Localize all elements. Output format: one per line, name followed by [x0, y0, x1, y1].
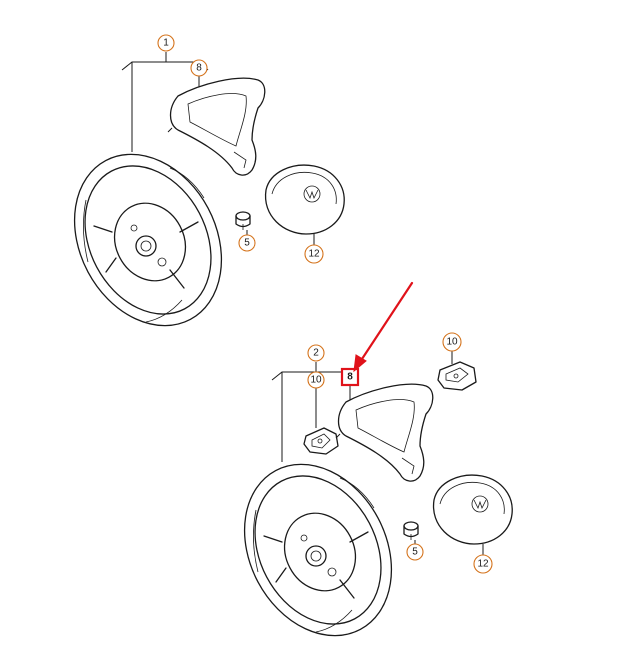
bottom-switch-right-number: 10 — [446, 337, 458, 348]
top-steering-wheel — [73, 153, 223, 327]
top-airbag-number: 12 — [308, 249, 320, 260]
highlight-arrow — [353, 281, 414, 373]
top-cover-number: 8 — [196, 63, 202, 74]
bottom-switch-left-callout: 10 — [307, 371, 325, 389]
bottom-bolt-callout: 5 — [406, 543, 424, 561]
top-bolt-number: 5 — [244, 238, 250, 249]
bottom-airbag — [432, 474, 513, 556]
bottom-assembly-number: 2 — [313, 348, 319, 359]
bottom-airbag-callout: 12 — [473, 554, 493, 574]
bottom-assembly-callout: 2 — [307, 344, 325, 362]
bottom-switch-left-number: 10 — [310, 375, 322, 386]
bottom-assembly: 2 10 8 10 5 12 — [243, 332, 513, 637]
bottom-steering-wheel — [243, 463, 393, 637]
top-cover-trim — [167, 77, 266, 176]
bottom-switch-left — [303, 427, 339, 455]
bottom-switch-right-callout: 10 — [442, 332, 462, 352]
bottom-cover-trim — [335, 383, 434, 482]
top-assembly: 1 8 5 12 — [73, 34, 345, 327]
top-airbag-callout: 12 — [304, 244, 324, 264]
bottom-bolt-number: 5 — [412, 547, 418, 558]
top-assembly-number: 1 — [163, 38, 169, 49]
bottom-bolt — [403, 521, 419, 546]
top-assembly-callout: 1 — [157, 34, 175, 52]
bottom-cover-number: 8 — [347, 372, 353, 383]
top-bolt — [235, 211, 251, 236]
top-cover-callout: 8 — [190, 59, 208, 77]
top-airbag — [264, 164, 345, 246]
top-bolt-callout: 5 — [238, 234, 256, 252]
bottom-airbag-number: 12 — [477, 559, 489, 570]
bottom-switch-right — [437, 351, 477, 391]
bottom-cover-callout-highlighted: 8 — [340, 367, 360, 387]
